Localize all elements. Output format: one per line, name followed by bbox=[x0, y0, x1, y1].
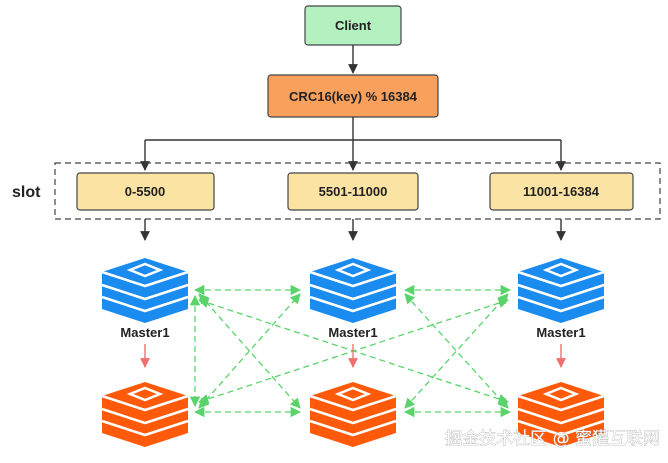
slot-range-1: 0-5500 bbox=[76, 172, 215, 211]
master-label: Master1 bbox=[328, 325, 377, 340]
slot-group: slot bbox=[12, 162, 661, 220]
redis-stack-icon bbox=[309, 258, 397, 323]
master-label: Master1 bbox=[120, 325, 169, 340]
client-node: Client bbox=[304, 5, 402, 46]
slot-range-2: 5501-11000 bbox=[287, 172, 419, 211]
replica-node-1 bbox=[101, 382, 189, 447]
slot-label: 5501-11000 bbox=[319, 184, 388, 199]
slot-box bbox=[287, 172, 419, 211]
redis-stack-icon bbox=[517, 382, 605, 447]
master-label: Master1 bbox=[536, 325, 585, 340]
slot-box bbox=[489, 172, 634, 211]
redis-stack-icon bbox=[101, 382, 189, 447]
redis-stack-icon bbox=[517, 258, 605, 323]
cluster-links bbox=[189, 284, 512, 418]
slot-label: 11001-16384 bbox=[523, 184, 600, 199]
client-label: Client bbox=[335, 18, 372, 33]
watermark: 掘金技术社区 @ 蜜獾互联网 bbox=[445, 429, 660, 449]
slot-group-label: slot bbox=[12, 184, 41, 201]
master-node-2: Master1 bbox=[309, 258, 397, 340]
replica-node-2 bbox=[309, 382, 397, 447]
master-node-3: Master1 bbox=[517, 258, 605, 340]
replica-node-3 bbox=[517, 382, 605, 447]
redis-stack-icon bbox=[309, 382, 397, 447]
redis-stack-icon bbox=[101, 258, 189, 323]
master-node-1: Master1 bbox=[101, 258, 189, 340]
slot-group-border bbox=[54, 162, 661, 220]
slot-range-3: 11001-16384 bbox=[489, 172, 634, 211]
hash-node: CRC16(key) % 16384 bbox=[267, 74, 439, 118]
hash-label: CRC16(key) % 16384 bbox=[289, 89, 418, 104]
hash-fanout bbox=[140, 117, 566, 171]
slot-box bbox=[76, 172, 215, 211]
slot-label: 0-5500 bbox=[125, 184, 165, 199]
